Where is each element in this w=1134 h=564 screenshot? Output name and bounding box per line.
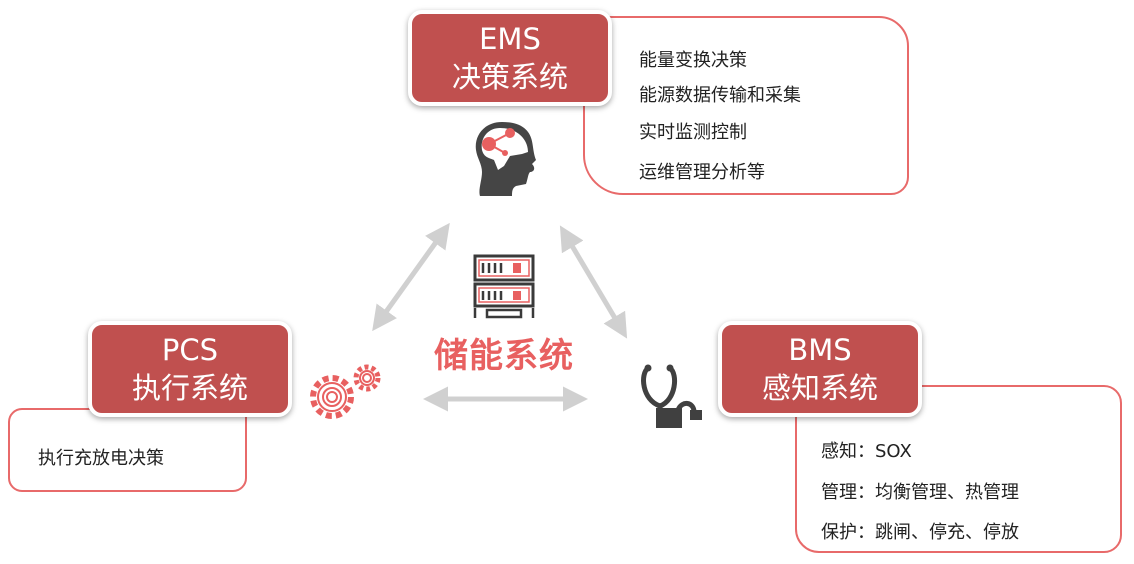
pcs-title: PCS 执行系统 bbox=[88, 321, 292, 417]
bms-item: 感知：SOX bbox=[821, 441, 912, 462]
ems-title-cn: 决策系统 bbox=[451, 60, 568, 94]
bms-title: BMS 感知系统 bbox=[718, 321, 922, 417]
stethoscope-icon bbox=[641, 364, 702, 428]
storage-rack-icon bbox=[473, 254, 535, 319]
bms-item: 保护：跳闸、停充、停放 bbox=[821, 522, 1019, 543]
pcs-title-en: PCS bbox=[161, 333, 219, 367]
center-title: 储能系统 bbox=[434, 336, 574, 376]
bms-functions-box: 感知：SOX 管理：均衡管理、热管理 保护：跳闸、停充、停放 bbox=[795, 385, 1122, 553]
bms-title-cn: 感知系统 bbox=[761, 371, 878, 405]
ems-functions-box: 能量变换决策 能源数据传输和采集 实时监测控制 运维管理分析等 bbox=[583, 16, 909, 195]
ems-item: 运维管理分析等 bbox=[639, 162, 765, 183]
brain-head-icon bbox=[475, 122, 536, 196]
ems-item: 实时监测控制 bbox=[639, 122, 747, 143]
gears-icon bbox=[310, 364, 381, 419]
arrow-ems-bms bbox=[559, 225, 628, 339]
pcs-functions-box: 执行充放电决策 bbox=[8, 408, 247, 492]
ems-title-en: EMS bbox=[479, 22, 541, 56]
arrow-ems-pcs bbox=[372, 222, 450, 332]
bms-item: 管理：均衡管理、热管理 bbox=[821, 482, 1019, 503]
pcs-title-cn: 执行系统 bbox=[131, 371, 248, 405]
ems-item: 能源数据传输和采集 bbox=[639, 85, 801, 106]
pcs-item: 执行充放电决策 bbox=[38, 448, 164, 469]
bms-title-en: BMS bbox=[788, 333, 852, 367]
ems-item: 能量变换决策 bbox=[639, 50, 747, 71]
ems-title: EMS 决策系统 bbox=[408, 10, 612, 106]
